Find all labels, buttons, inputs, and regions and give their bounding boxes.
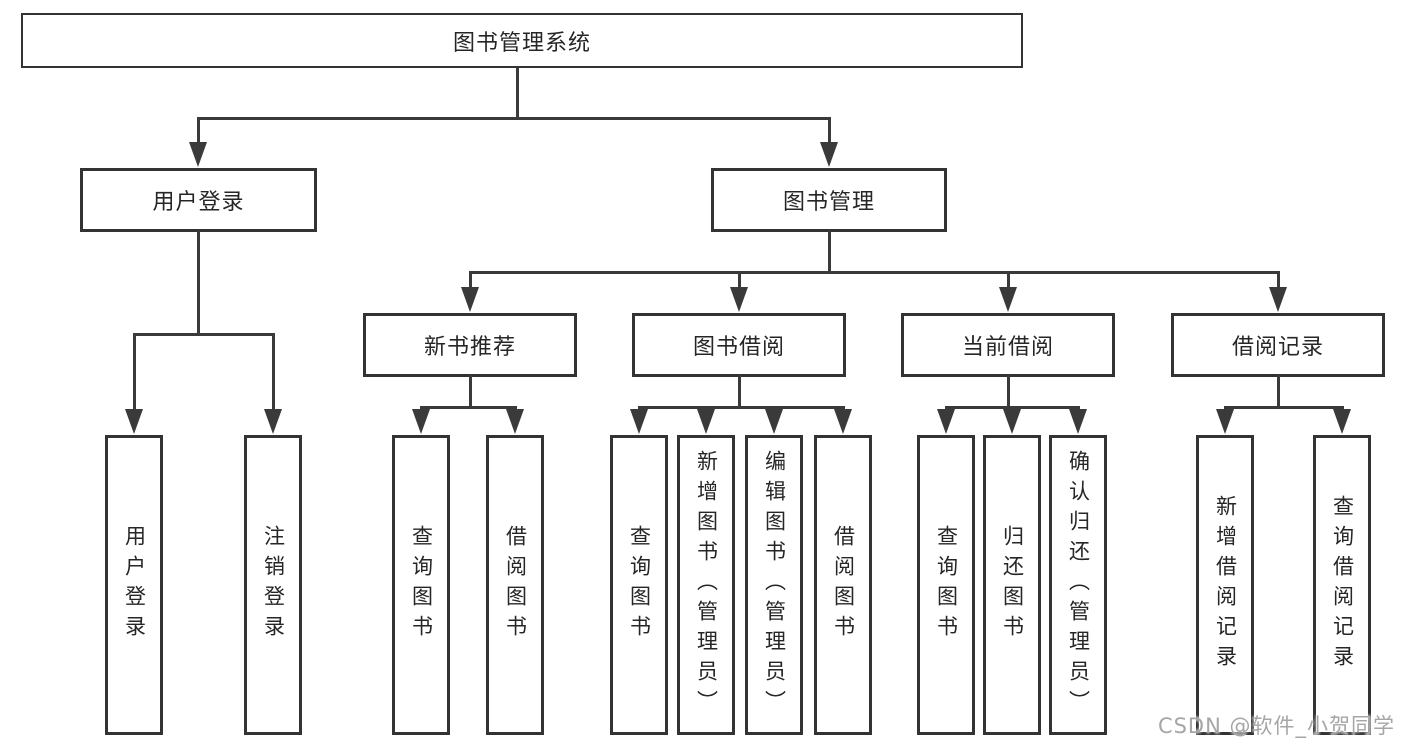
arrowhead-icon [264,409,282,434]
node-borrowing-records: 借阅记录 [1171,313,1385,377]
node-label: 图书管理系统 [452,30,591,56]
csdn-watermark: CSDN @软件_小贺同学 [1157,714,1395,738]
connector-line [638,406,845,409]
node-label: 归还图书 [1000,525,1025,645]
connector-line [1277,375,1280,409]
node-current-borrowing: 当前借阅 [901,313,1115,377]
leaf-confirm-return-admin: 确认归还（管理员） [1049,435,1107,735]
node-new-book-recommendation: 新书推荐 [363,313,577,377]
node-label: 查询图书 [409,525,434,645]
leaf-query-borrow-record: 查询借阅记录 [1313,435,1371,735]
connector-line [469,271,472,289]
leaf-add-borrow-record: 新增借阅记录 [1196,435,1254,735]
node-label: 借阅记录 [1231,335,1324,360]
node-label: 新增借阅记录 [1213,495,1238,675]
connector-line [197,230,200,335]
node-label: 借阅图书 [831,525,856,645]
connector-line [469,271,1280,274]
leaf-edit-book-admin: 编辑图书（管理员） [745,435,803,735]
connector-line [420,406,517,409]
connector-line [516,67,519,119]
arrowhead-icon [730,287,748,312]
node-label: 图书管理 [782,190,875,215]
leaf-query-books-current: 查询图书 [917,435,975,735]
arrowhead-icon [125,409,143,434]
connector-line [133,333,275,336]
node-label: 查询借阅记录 [1330,495,1355,675]
arrowhead-icon [412,409,430,434]
arrowhead-icon [506,409,524,434]
node-book-management: 图书管理 [711,168,947,232]
leaf-borrow-books-recommend: 借阅图书 [486,435,544,735]
leaf-add-book-admin: 新增图书（管理员） [677,435,735,735]
node-book-borrowing: 图书借阅 [632,313,846,377]
connector-line [1007,375,1010,409]
node-label: 查询图书 [934,525,959,645]
arrowhead-icon [1216,409,1234,434]
node-library-management-system: 图书管理系统 [21,13,1023,68]
node-label: 借阅图书 [503,525,528,645]
connector-line [1277,271,1280,289]
connector-line [133,333,136,410]
node-label: 当前借阅 [961,335,1054,360]
connector-line [738,271,741,289]
connector-line [945,406,1080,409]
arrowhead-icon [630,409,648,434]
node-label: 用户登录 [122,525,147,645]
connector-line [1224,406,1344,409]
leaf-borrow-books-borrowing: 借阅图书 [814,435,872,735]
leaf-query-books-borrowing: 查询图书 [610,435,668,735]
node-label: 注销登录 [261,525,286,645]
arrowhead-icon [999,287,1017,312]
arrowhead-icon [1333,409,1351,434]
leaf-logout: 注销登录 [244,435,302,735]
node-label: 用户登录 [152,190,245,215]
arrowhead-icon [820,142,838,167]
connector-line [469,375,472,409]
connector-line [272,333,275,410]
leaf-user-login: 用户登录 [105,435,163,735]
node-label: 确认归还（管理员） [1066,450,1091,720]
node-user-login: 用户登录 [80,168,317,232]
arrowhead-icon [461,287,479,312]
arrowhead-icon [1003,409,1021,434]
leaf-return-book: 归还图书 [983,435,1041,735]
connector-line [1007,271,1010,289]
connector-line [828,117,831,144]
node-label: 查询图书 [627,525,652,645]
connector-line [197,117,200,144]
node-label: 新增图书（管理员） [694,450,719,720]
connector-line [197,117,831,120]
arrowhead-icon [189,142,207,167]
node-label: 编辑图书（管理员） [762,450,787,720]
arrowhead-icon [834,409,852,434]
arrowhead-icon [1069,409,1087,434]
arrowhead-icon [697,409,715,434]
leaf-query-books-recommend: 查询图书 [392,435,450,735]
arrowhead-icon [1269,287,1287,312]
node-label: 图书借阅 [692,335,785,360]
connector-line [828,230,831,274]
node-label: 新书推荐 [423,335,516,360]
connector-line [738,375,741,409]
arrowhead-icon [937,409,955,434]
arrowhead-icon [765,409,783,434]
